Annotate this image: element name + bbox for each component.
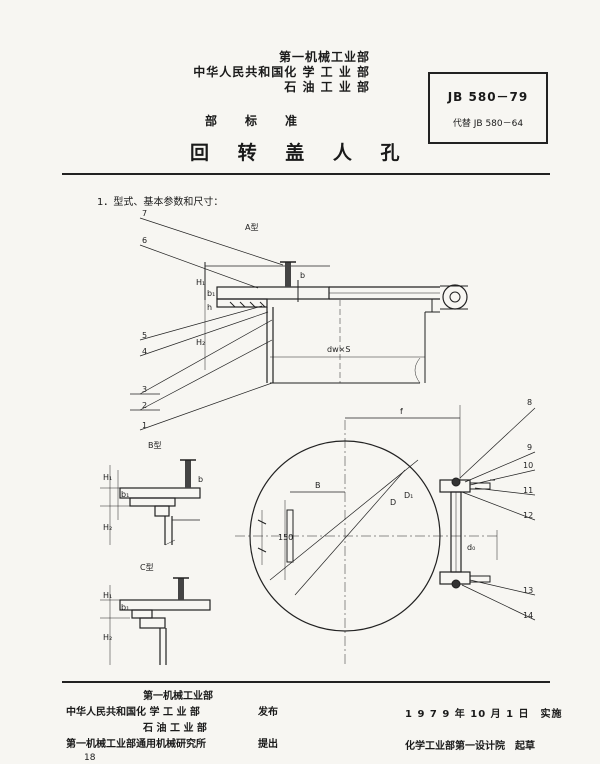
section-heading: 1．型式、基本参数和尺寸： <box>97 197 224 208</box>
dim-label: b₁ <box>121 603 129 612</box>
part-number: 4 <box>142 347 147 356</box>
part-number: 14 <box>523 611 533 620</box>
issuer-line: 中华人民共和国化 学 工 业 部 <box>66 707 200 718</box>
dim-label: b <box>198 475 203 484</box>
proposer: 第一机械工业部通用机械研究所 <box>66 739 206 750</box>
dim-label: H₂ <box>103 523 112 532</box>
propose-tag: 提出 <box>258 739 278 750</box>
part-number: 3 <box>142 385 147 394</box>
dim-label: f <box>400 407 403 416</box>
view-c-label: C型 <box>140 563 154 572</box>
dim-label: d₀ <box>467 543 475 552</box>
dim-label: H₁ <box>103 473 112 482</box>
view-b-label: B型 <box>148 441 162 450</box>
replaces-code: 代替 JB 580－64 <box>452 119 524 129</box>
part-number: 2 <box>142 401 147 410</box>
ministry-line: 石 油 工 业 部 <box>284 80 370 94</box>
standard-code-box: JB 580－79 代替 JB 580－64 <box>428 72 548 144</box>
dim-label: 150 <box>278 533 293 542</box>
dim-label: b₁ <box>121 490 129 499</box>
part-number: 9 <box>527 443 532 452</box>
dim-label: H₁ <box>103 591 112 600</box>
view-c-section <box>100 577 211 665</box>
ministry-line: 第一机械工业部 <box>278 50 370 64</box>
part-number: 13 <box>523 586 533 595</box>
dim-label: dw×S <box>327 345 350 354</box>
dim-label: B <box>315 481 321 490</box>
header-divider <box>62 173 550 175</box>
part-number: 12 <box>523 511 533 520</box>
dim-label: H₁ <box>196 278 205 287</box>
part-number: 5 <box>142 331 147 340</box>
view-a-label: A型 <box>245 223 258 232</box>
part-number: 7 <box>142 209 147 218</box>
part-number: 1 <box>142 421 147 430</box>
issuer-line: 第一机械工业部 <box>143 691 213 702</box>
view-b-section <box>100 459 201 546</box>
part-number: 10 <box>523 461 533 470</box>
ministry-line: 中华人民共和国化 学 工 业 部 <box>193 65 370 79</box>
drafting-unit: 化学工业部第一设计院 起草 <box>405 741 535 752</box>
footer-divider <box>62 681 550 683</box>
ministries-header: 第一机械工业部 中华人民共和国化 学 工 业 部 石 油 工 业 部 <box>150 50 370 95</box>
standard-char: 准 <box>285 114 302 128</box>
issuers-block: 第一机械工业部 中华人民共和国化 学 工 业 部 发布 石 油 工 业 部 第一机… <box>66 689 278 753</box>
leader-lines-a <box>130 217 284 431</box>
dim-label: H₂ <box>103 633 112 642</box>
leader-lines-plan <box>459 407 536 621</box>
part-number: 6 <box>142 236 147 245</box>
standard-type-label: 部标准 <box>205 112 325 129</box>
issuer-line: 石 油 工 业 部 <box>143 723 207 734</box>
effective-date: 1 9 7 9 年 10 月 1 日 实施 <box>405 709 563 720</box>
standard-char: 标 <box>245 114 262 128</box>
standard-char: 部 <box>205 114 222 128</box>
plan-view <box>235 405 500 665</box>
dim-label: b <box>300 271 305 280</box>
view-a-section <box>204 261 468 384</box>
dim-label: D <box>390 498 396 507</box>
issue-tag: 发布 <box>258 707 278 718</box>
document-title: 回 转 盖 人 孔 <box>190 142 411 164</box>
dim-label: H₂ <box>196 338 205 347</box>
part-number: 11 <box>523 486 533 495</box>
page-number: 18 <box>84 753 96 763</box>
part-number: 8 <box>527 398 532 407</box>
dim-label: D₁ <box>404 491 413 500</box>
dim-label: h <box>207 303 212 312</box>
standard-code: JB 580－79 <box>447 90 529 104</box>
dim-label: b₁ <box>207 289 215 298</box>
